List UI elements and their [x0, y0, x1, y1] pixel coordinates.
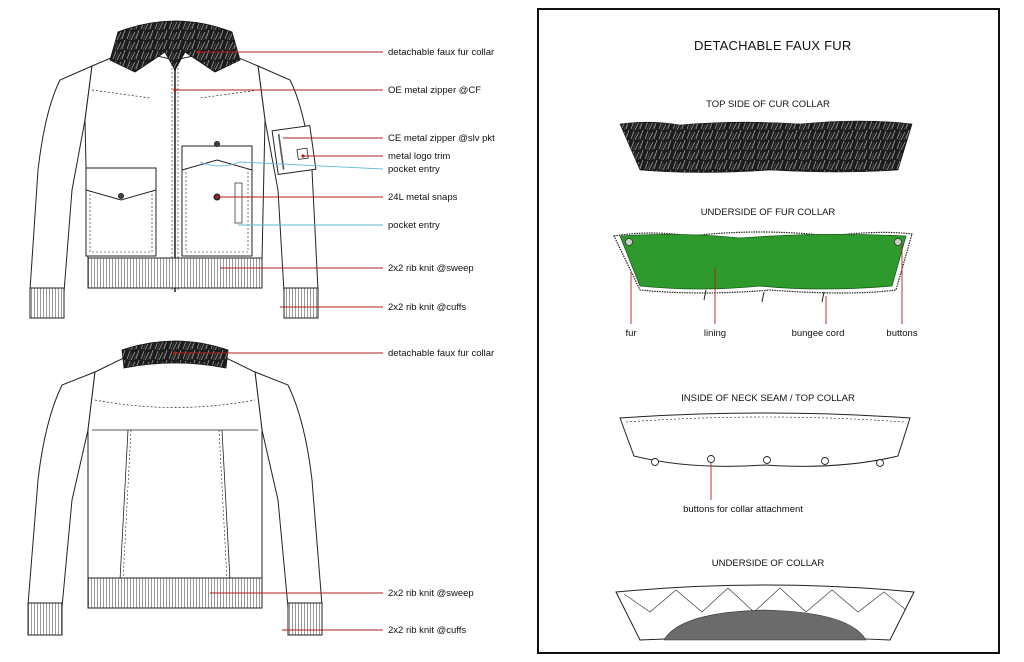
callout-rib-sweep: 2x2 rib knit @sweep	[388, 263, 474, 274]
front-right-cuff	[283, 287, 319, 319]
top-side-title: TOP SIDE OF CUR COLLAR	[706, 99, 830, 110]
underside-callout-lines	[630, 244, 903, 324]
callout-back-rib-cuffs: 2x2 rib knit @cuffs	[388, 625, 467, 636]
front-sweep-rib	[87, 257, 263, 289]
front-left-cuff	[29, 287, 65, 319]
back-jacket	[27, 354, 323, 636]
callout-snaps: 24L metal snaps	[388, 192, 458, 203]
callout-collar: detachable faux fur collar	[388, 47, 495, 58]
front-right-sleeve	[257, 65, 319, 293]
front-left-sleeve	[29, 65, 93, 293]
label-buttons: buttons	[886, 328, 918, 339]
label-fur: fur	[625, 328, 637, 339]
label-bungee: bungee cord	[791, 328, 845, 339]
neck-seam-title: INSIDE OF NECK SEAM / TOP COLLAR	[681, 393, 855, 404]
callout-back-collar: detachable faux fur collar	[388, 348, 495, 359]
underside-fur-title: UNDERSIDE OF FUR COLLAR	[700, 207, 836, 218]
callout-pocket-entry: pocket entry	[388, 164, 440, 175]
fur-collar-top	[619, 120, 913, 173]
back-left-sleeve	[27, 371, 96, 608]
front-left-flap	[85, 167, 157, 201]
fur-collar-underside	[613, 231, 913, 303]
neck-seam-collar	[619, 412, 911, 500]
detail-panel	[537, 8, 1000, 654]
back-left-cuff	[27, 602, 63, 636]
callout-pocket-entry-2: pocket entry	[388, 220, 440, 231]
panel-title: DETACHABLE FAUX FUR	[694, 38, 852, 53]
back-callout-lines	[173, 351, 383, 631]
front-fur-collar	[109, 20, 241, 73]
front-callout-lines	[173, 50, 384, 308]
back-body	[87, 354, 263, 581]
back-right-sleeve	[254, 371, 323, 608]
underside-collar	[615, 584, 915, 641]
front-jacket	[29, 49, 319, 319]
callout-ce-zipper: CE metal zipper @slv pkt	[388, 133, 495, 144]
underside-collar-title: UNDERSIDE OF COLLAR	[711, 558, 825, 569]
undercollar-felt	[663, 609, 867, 641]
label-lining: lining	[703, 328, 727, 339]
callout-logo-trim: metal logo trim	[388, 151, 451, 162]
callout-rib-cuffs: 2x2 rib knit @cuffs	[388, 302, 467, 313]
label-buttons-attachment: buttons for collar attachment	[683, 504, 803, 515]
callout-back-rib-sweep: 2x2 rib knit @sweep	[388, 588, 474, 599]
callout-oe-zipper: OE metal zipper @CF	[388, 85, 482, 96]
lining-green	[619, 234, 907, 290]
sleeve-pocket	[271, 125, 317, 175]
